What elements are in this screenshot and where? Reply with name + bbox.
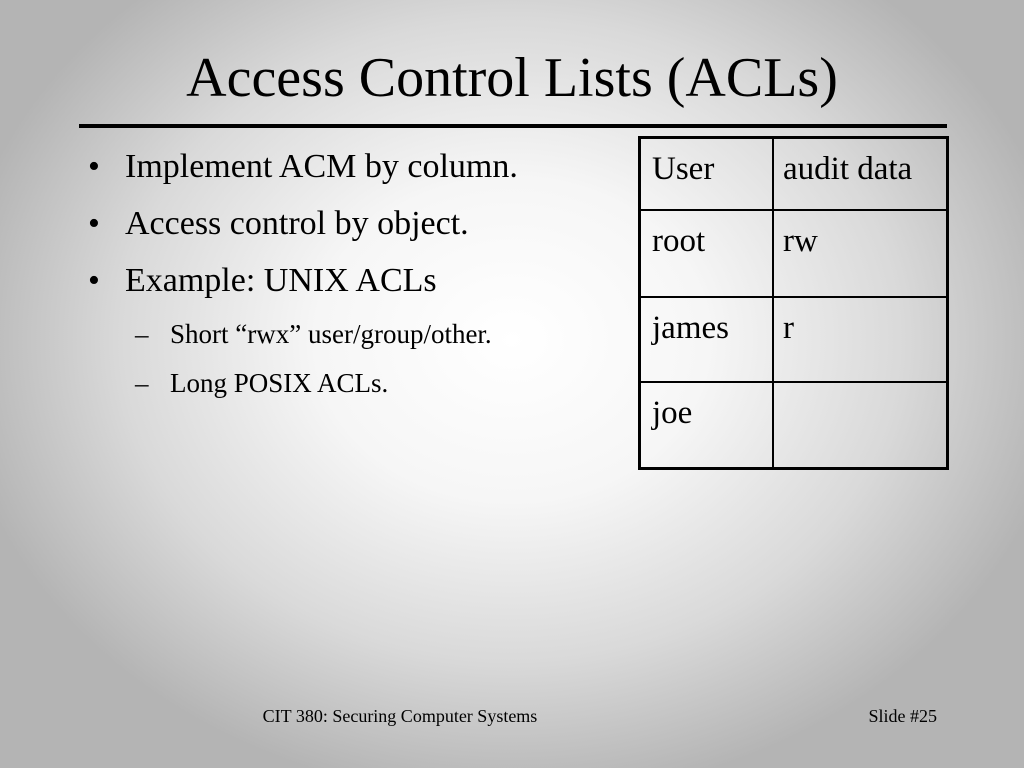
table-cell-data: r — [772, 295, 949, 383]
bullet-item: • Access control by object. — [88, 202, 628, 246]
bullet-item: • Implement ACM by column. — [88, 145, 628, 189]
bullet-text: Access control by object. — [125, 205, 469, 242]
bullet-marker: • — [88, 205, 100, 242]
title-divider — [79, 124, 947, 128]
table-cell-user: james — [638, 295, 774, 383]
bullet-list: • Implement ACM by column. • Access cont… — [88, 145, 628, 414]
subbullet-group: – Short “rwx” user/group/other. – Long P… — [88, 316, 628, 401]
subbullet-text: Short “rwx” user/group/other. — [170, 319, 492, 349]
subbullet-text: Long POSIX ACLs. — [170, 368, 389, 398]
bullet-text: Implement ACM by column. — [125, 148, 518, 185]
slide-title: Access Control Lists (ACLs) — [186, 47, 838, 109]
table-cell-data: audit data — [772, 136, 949, 211]
bullet-text: Example: UNIX ACLs — [125, 262, 437, 299]
bullet-marker: • — [88, 262, 100, 299]
table-row: root rw — [638, 208, 949, 298]
bullet-marker: • — [88, 148, 100, 185]
table-cell-user: User — [638, 136, 774, 211]
table-cell-data: rw — [772, 208, 949, 298]
subbullet-marker: – — [135, 368, 149, 398]
footer-slide-number: Slide #25 — [868, 706, 937, 726]
subbullet-item: – Short “rwx” user/group/other. — [88, 316, 628, 352]
table-row: joe — [638, 380, 949, 470]
table-row: User audit data — [638, 136, 949, 211]
table-cell-user: root — [638, 208, 774, 298]
footer-course-title: CIT 380: Securing Computer Systems — [262, 706, 538, 726]
subbullet-marker: – — [135, 319, 149, 349]
subbullet-list: – Short “rwx” user/group/other. – Long P… — [88, 316, 628, 401]
table-cell-user: joe — [638, 380, 774, 470]
acl-table: User audit data root rw james r joe — [638, 136, 949, 470]
bullet-item: • Example: UNIX ACLs — [88, 259, 628, 303]
table-row: james r — [638, 295, 949, 383]
table-cell-data — [772, 380, 949, 470]
subbullet-item: – Long POSIX ACLs. — [88, 365, 628, 401]
